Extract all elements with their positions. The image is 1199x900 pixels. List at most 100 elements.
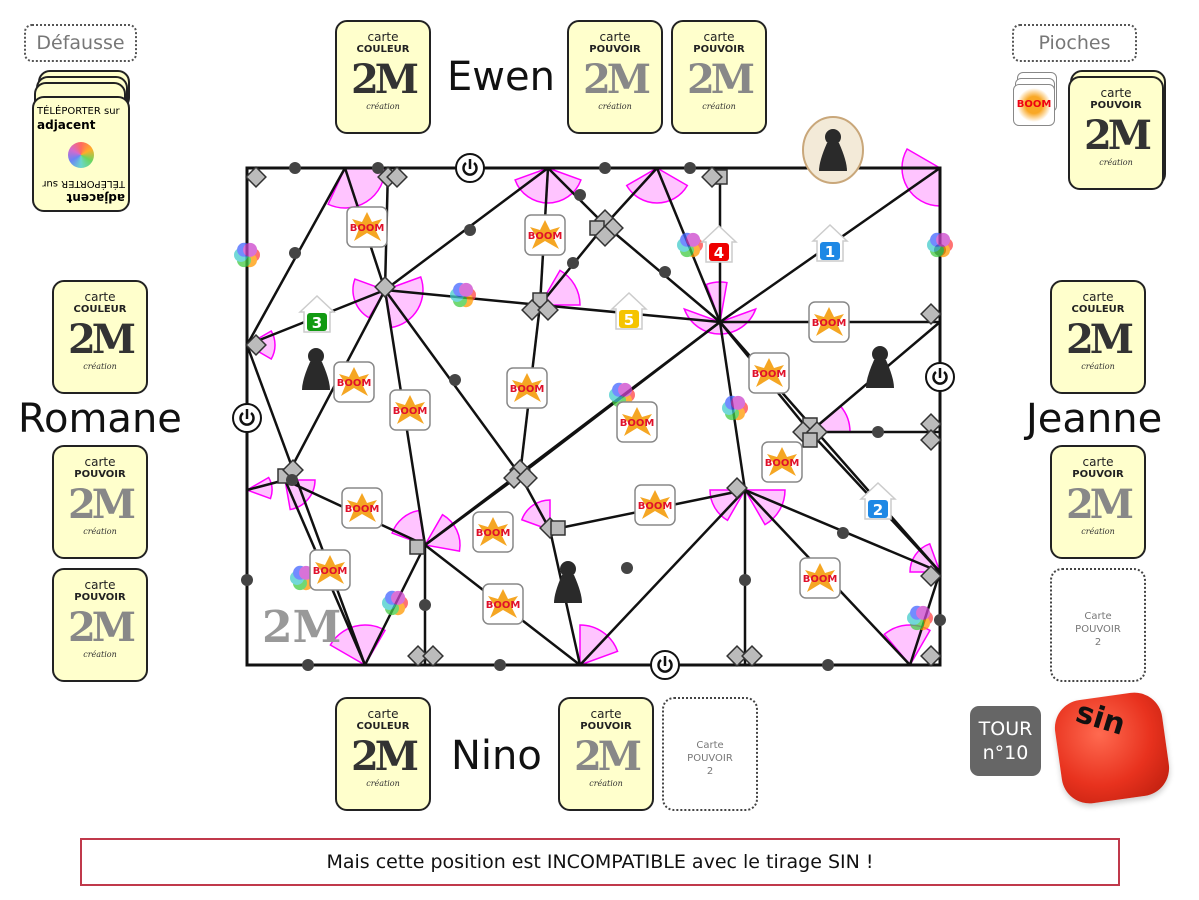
right-angle-marker (537, 299, 559, 321)
card-kind: COULEUR (356, 44, 410, 55)
player-name-jeanne: Jeanne (1026, 396, 1163, 442)
boom-tile[interactable]: BOOM (389, 389, 431, 431)
card-type: carte (599, 30, 631, 44)
svg-text:BOOM: BOOM (337, 378, 372, 389)
node-dot[interactable] (934, 614, 946, 626)
svg-text:3: 3 (312, 314, 322, 332)
card-type: carte (84, 455, 116, 469)
boom-tile[interactable]: BOOM (341, 487, 383, 529)
angle-wedge (705, 281, 728, 325)
right-angle-marker (422, 645, 444, 667)
boom-tile[interactable]: BOOM (616, 401, 658, 443)
boom-tile[interactable]: BOOM (799, 557, 841, 599)
svg-text:BOOM: BOOM (752, 369, 787, 380)
node-dot[interactable] (241, 574, 253, 586)
house-1[interactable]: 1 (811, 223, 849, 262)
node-dot[interactable] (621, 562, 633, 574)
node-dot[interactable] (419, 599, 431, 611)
svg-text:BOOM: BOOM (638, 501, 673, 512)
angle-wedge (520, 499, 551, 532)
house-2[interactable]: 2 (859, 481, 897, 520)
boom-tile[interactable]: BOOM (634, 484, 676, 526)
house-5[interactable]: 5 (610, 291, 648, 330)
card-type: carte (367, 30, 399, 44)
node-dot[interactable] (574, 189, 586, 201)
node-dot[interactable] (449, 374, 461, 386)
node-dot[interactable] (372, 162, 384, 174)
boom-tile[interactable]: BOOM (761, 441, 803, 483)
boom-tile[interactable]: BOOM (748, 352, 790, 394)
angle-wedge (743, 489, 786, 526)
power-icon[interactable] (925, 362, 955, 392)
discard-card-subtext: adjacent (37, 118, 96, 132)
node-dot[interactable] (872, 426, 884, 438)
node-dot[interactable] (837, 527, 849, 539)
svg-text:BOOM: BOOM (620, 418, 655, 429)
svg-text:BOOM: BOOM (486, 600, 521, 611)
discard-card-text: TÉLÉPORTER sur (37, 106, 120, 117)
pawn-icon[interactable] (866, 346, 894, 388)
player-name-ewen: Ewen (447, 54, 555, 100)
boom-tile[interactable]: BOOM (808, 301, 850, 343)
boom-tile[interactable]: BOOM (309, 549, 351, 591)
boom-tile[interactable]: BOOM (472, 511, 514, 553)
node-dot[interactable] (302, 659, 314, 671)
angle-wedge (683, 307, 757, 335)
node-dot[interactable] (684, 162, 696, 174)
boom-tile[interactable]: BOOM (346, 206, 388, 248)
dice-face-label: sin (1071, 694, 1130, 743)
house-4[interactable]: 4 (700, 224, 738, 263)
node-dot[interactable] (286, 474, 298, 486)
boom-tile[interactable]: BOOM (524, 214, 566, 256)
pawn-icon[interactable] (554, 561, 582, 603)
svg-text:2M: 2M (262, 602, 341, 653)
dice[interactable]: sin (1051, 688, 1173, 808)
power-icon[interactable] (232, 403, 262, 433)
node-dot[interactable] (822, 659, 834, 671)
pawn-icon[interactable] (302, 348, 330, 390)
color-flower-icon (927, 232, 953, 258)
pawn-icon[interactable] (819, 129, 847, 171)
node-dot[interactable] (289, 162, 301, 174)
node-dot[interactable] (464, 224, 476, 236)
node-dot[interactable] (659, 266, 671, 278)
card-kind: POUVOIR (580, 721, 632, 732)
svg-text:BOOM: BOOM (313, 566, 348, 577)
node-dot[interactable] (567, 257, 579, 269)
right-angle-marker (503, 467, 525, 489)
card-type: carte (1100, 86, 1132, 100)
node-dot[interactable] (739, 574, 751, 586)
node-dot[interactable] (289, 247, 301, 259)
house-3[interactable]: 3 (298, 294, 336, 333)
boom-tile[interactable]: BOOM (482, 583, 524, 625)
color-flower-icon (907, 605, 933, 631)
angle-wedge (538, 269, 581, 306)
card-kind: POUVOIR (693, 44, 745, 55)
svg-text:4: 4 (714, 244, 724, 262)
color-flower-icon (290, 565, 316, 591)
color-flower-icon (382, 590, 408, 616)
power-icon[interactable] (455, 153, 485, 183)
power-icon[interactable] (650, 650, 680, 680)
node-dot[interactable] (494, 659, 506, 671)
boom-tile[interactable]: BOOM (506, 367, 548, 409)
node-dot[interactable] (599, 162, 611, 174)
boom-tile[interactable]: BOOM (333, 361, 375, 403)
color-flower-icon (450, 282, 476, 308)
right-angle-marker (245, 166, 267, 188)
svg-text:BOOM: BOOM (345, 504, 380, 515)
